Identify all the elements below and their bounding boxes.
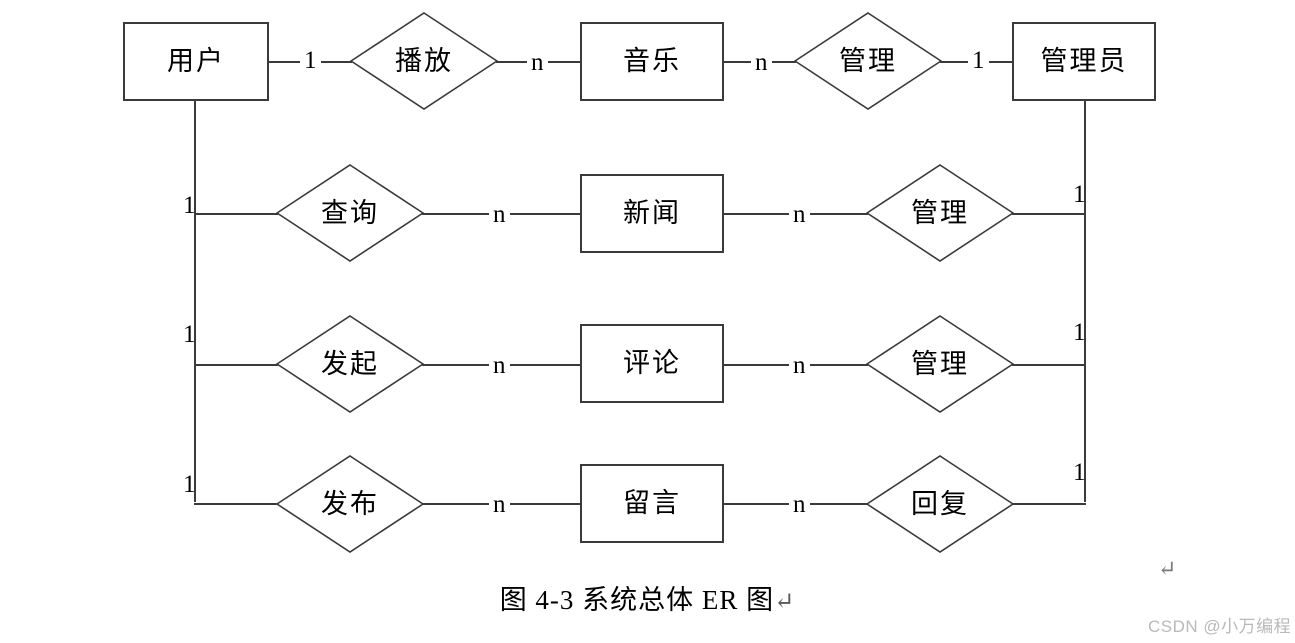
- cardinality-initiate-comment: n: [489, 353, 510, 378]
- diamond-shape-icon: [276, 164, 424, 262]
- cardinality-query-news: n: [489, 202, 510, 227]
- cardinality-user-play: 1: [300, 48, 321, 73]
- entity-comment[interactable]: 评论: [580, 324, 724, 403]
- relationship-manage-comment-label: 管理: [911, 348, 969, 379]
- relationship-publish[interactable]: 发布: [276, 455, 424, 553]
- cardinality-user-initiate: 1: [183, 321, 196, 348]
- cardinality-publish-message: n: [489, 492, 510, 517]
- figure-caption-text: 图 4-3 系统总体 ER 图: [499, 585, 775, 615]
- connector-reply-admin: [1012, 503, 1086, 505]
- diamond-shape-icon: [276, 315, 424, 413]
- entity-administrator-label: 管理员: [1040, 46, 1128, 76]
- entity-message[interactable]: 留言: [580, 464, 724, 543]
- entity-music[interactable]: 音乐: [580, 22, 724, 101]
- entity-message-label: 留言: [623, 488, 681, 518]
- cardinality-comment-manage: n: [789, 353, 810, 378]
- connector-user-publish: [194, 503, 278, 505]
- relationship-manage-music-label: 管理: [839, 45, 897, 76]
- watermark-text: CSDN @小万编程: [1148, 617, 1292, 636]
- diamond-shape-icon: [276, 455, 424, 553]
- relationship-play[interactable]: 播放: [350, 12, 498, 110]
- diamond-shape-icon: [866, 455, 1014, 553]
- connector-manage2-admin: [1012, 213, 1086, 215]
- caption-pilcrow-icon: ↵: [774, 589, 796, 615]
- relationship-manage-news[interactable]: 管理: [866, 164, 1014, 262]
- relationship-reply-label: 回复: [911, 488, 969, 519]
- diamond-shape-icon: [866, 315, 1014, 413]
- cardinality-music-manage: n: [751, 50, 772, 75]
- connector-manage3-admin: [1012, 364, 1086, 366]
- entity-user-label: 用户: [167, 46, 225, 76]
- entity-news[interactable]: 新闻: [580, 174, 724, 253]
- entity-music-label: 音乐: [623, 46, 681, 76]
- diamond-shape-icon: [794, 12, 942, 110]
- relationship-publish-label: 发布: [321, 488, 379, 519]
- relationship-manage-music[interactable]: 管理: [794, 12, 942, 110]
- relationship-query-label: 查询: [321, 197, 379, 228]
- connector-user-query: [194, 213, 278, 215]
- relationship-manage-comment[interactable]: 管理: [866, 315, 1014, 413]
- relationship-manage-news-label: 管理: [911, 197, 969, 228]
- entity-administrator[interactable]: 管理员: [1012, 22, 1156, 101]
- cardinality-message-reply: n: [789, 492, 810, 517]
- cardinality-manage-comment-admin: 1: [1073, 319, 1086, 346]
- relationship-initiate[interactable]: 发起: [276, 315, 424, 413]
- connector-user-initiate: [194, 364, 278, 366]
- entity-comment-label: 评论: [623, 348, 681, 378]
- diamond-shape-icon: [350, 12, 498, 110]
- entity-user[interactable]: 用户: [123, 22, 269, 101]
- cardinality-reply-admin: 1: [1073, 459, 1086, 486]
- trunk-user-vertical: [194, 100, 196, 502]
- trunk-admin-vertical: [1084, 100, 1086, 502]
- entity-news-label: 新闻: [623, 198, 681, 228]
- cardinality-manage-admin: 1: [968, 48, 989, 73]
- cardinality-manage-news-admin: 1: [1073, 181, 1086, 208]
- relationship-reply[interactable]: 回复: [866, 455, 1014, 553]
- cardinality-news-manage: n: [789, 202, 810, 227]
- relationship-initiate-label: 发起: [321, 348, 379, 379]
- relationship-query[interactable]: 查询: [276, 164, 424, 262]
- relationship-play-label: 播放: [395, 45, 453, 76]
- return-arrow-icon: ↵: [1158, 556, 1177, 581]
- cardinality-user-query: 1: [183, 192, 196, 219]
- figure-caption: 图 4-3 系统总体 ER 图↵: [0, 585, 1295, 616]
- diamond-shape-icon: [866, 164, 1014, 262]
- cardinality-user-publish: 1: [183, 471, 196, 498]
- cardinality-play-music: n: [527, 50, 548, 75]
